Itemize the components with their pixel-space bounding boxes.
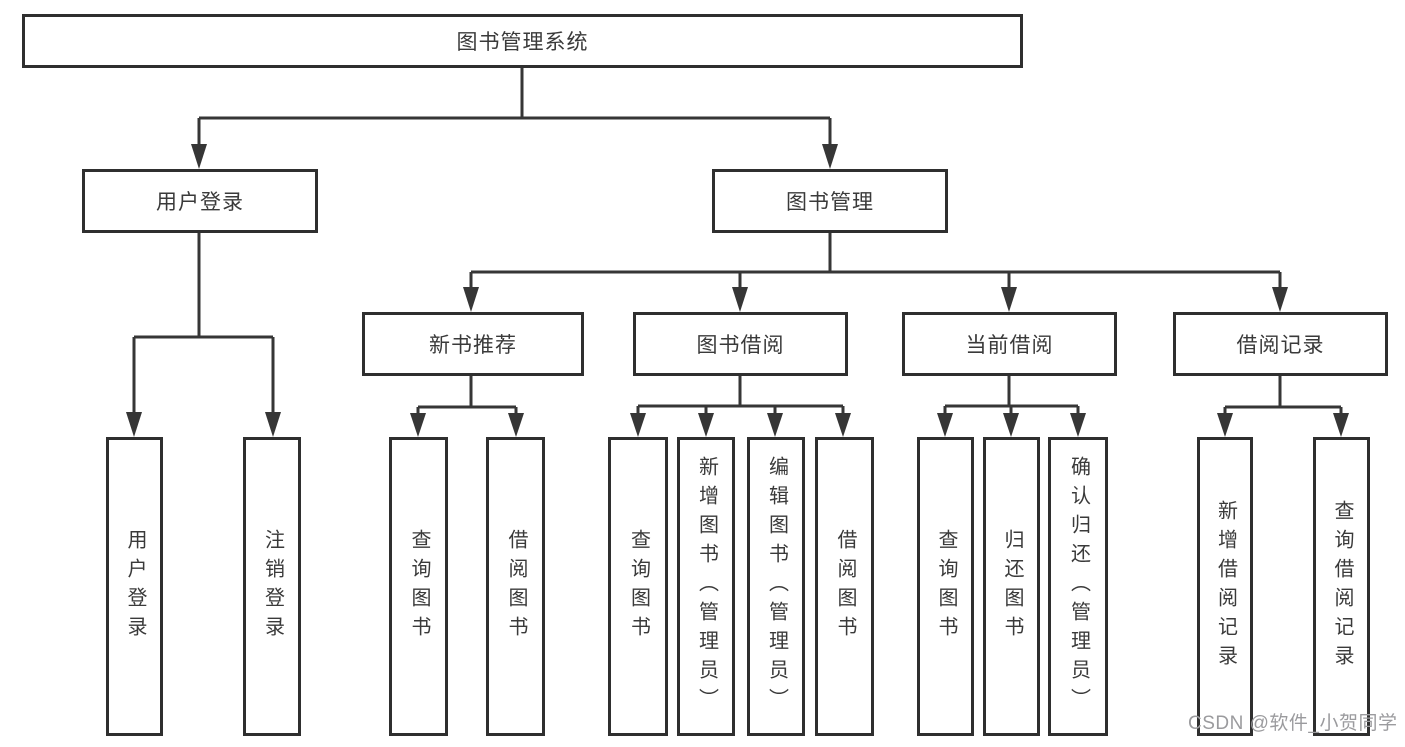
connector-new-book-recommend (410, 376, 524, 437)
arrowhead (191, 144, 207, 169)
arrowhead (1070, 413, 1086, 437)
node-user-login: 用户登录 (82, 169, 318, 233)
leaf-bb-borrow-books-label: 借阅图书 (834, 528, 856, 645)
node-new-book-recommend: 新书推荐 (362, 312, 584, 376)
leaf-logout: 注销登录 (243, 437, 301, 736)
arrowhead (1003, 413, 1019, 437)
node-current-borrow-label: 当前借阅 (965, 334, 1054, 357)
node-book-management-label: 图书管理 (786, 191, 874, 214)
leaf-bb-query-books-label: 查询图书 (627, 528, 650, 645)
arrowhead (1272, 287, 1288, 312)
node-new-book-recommend-label: 新书推荐 (429, 334, 517, 357)
leaf-user-login-label: 用户登录 (124, 528, 146, 645)
node-user-login-label: 用户登录 (156, 191, 244, 214)
leaf-cb-return-books: 归还图书 (983, 437, 1040, 736)
arrowhead (767, 413, 783, 437)
arrowhead (822, 144, 838, 169)
node-root-label: 图书管理系统 (456, 31, 589, 54)
leaf-br-query-record-label: 查询借阅记录 (1331, 499, 1353, 674)
arrowhead (508, 413, 524, 437)
node-book-management: 图书管理 (712, 169, 948, 233)
arrowhead (937, 413, 953, 437)
leaf-bb-edit-books-admin: 编辑图书（管理员） (747, 437, 805, 736)
leaf-bb-add-books-admin-label: 新增图书（管理员） (695, 456, 718, 717)
leaf-bb-borrow-books: 借阅图书 (815, 437, 874, 736)
leaf-bb-edit-books-admin-label: 编辑图书（管理员） (765, 456, 788, 717)
watermark: CSDN @软件_小贺同学 (1188, 713, 1398, 734)
arrowhead (1217, 413, 1233, 437)
leaf-br-add-record-label: 新增借阅记录 (1214, 499, 1237, 674)
connector-book-borrow (630, 376, 851, 437)
leaf-br-query-record: 查询借阅记录 (1313, 437, 1370, 736)
arrowhead (732, 287, 748, 312)
node-root: 图书管理系统 (22, 14, 1023, 68)
leaf-logout-label: 注销登录 (261, 528, 284, 645)
connector-current-borrow (937, 376, 1086, 437)
node-borrow-records-label: 借阅记录 (1236, 334, 1325, 357)
arrowhead (1333, 413, 1349, 437)
node-current-borrow: 当前借阅 (902, 312, 1117, 376)
arrowhead (265, 412, 281, 437)
leaf-cb-confirm-return-admin-label: 确认归还（管理员） (1067, 456, 1090, 717)
connector-book-management (463, 233, 1288, 312)
leaf-user-login: 用户登录 (106, 437, 163, 736)
leaf-cb-query-books: 查询图书 (917, 437, 974, 736)
connector-user-login (126, 233, 281, 437)
leaf-bb-add-books-admin: 新增图书（管理员） (677, 437, 735, 736)
arrowhead (630, 413, 646, 437)
arrowhead (410, 413, 426, 437)
leaf-cb-confirm-return-admin: 确认归还（管理员） (1048, 437, 1108, 736)
node-borrow-records: 借阅记录 (1173, 312, 1388, 376)
arrowhead (1001, 287, 1017, 312)
connector-borrow-records (1217, 376, 1349, 437)
leaf-cb-return-books-label: 归还图书 (1001, 528, 1023, 645)
node-book-borrow: 图书借阅 (633, 312, 848, 376)
leaf-cb-query-books-label: 查询图书 (935, 528, 957, 645)
connector-root (191, 68, 838, 169)
leaf-nb-borrow-books: 借阅图书 (486, 437, 545, 736)
node-book-borrow-label: 图书借阅 (696, 334, 785, 357)
leaf-nb-query-books: 查询图书 (389, 437, 448, 736)
arrowhead (463, 287, 479, 312)
arrowhead (835, 413, 851, 437)
leaf-br-add-record: 新增借阅记录 (1197, 437, 1253, 736)
arrowhead (126, 412, 142, 437)
leaf-bb-query-books: 查询图书 (608, 437, 668, 736)
leaf-nb-query-books-label: 查询图书 (408, 528, 430, 645)
arrowhead (698, 413, 714, 437)
leaf-nb-borrow-books-label: 借阅图书 (505, 528, 527, 645)
